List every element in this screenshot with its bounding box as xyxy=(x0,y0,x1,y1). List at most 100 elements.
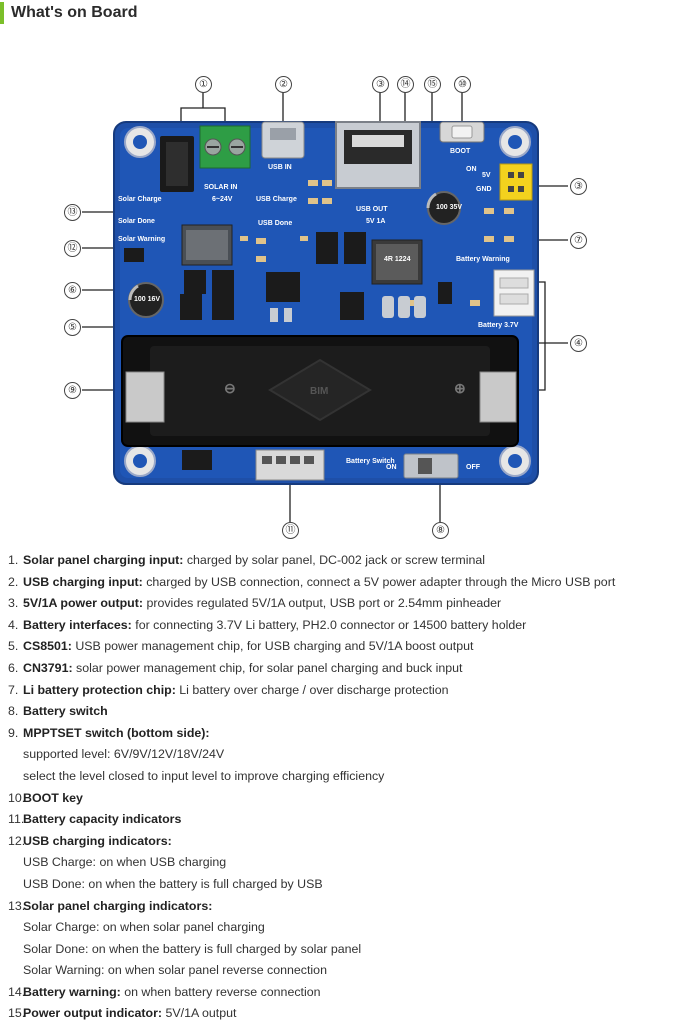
list-item: 8.Battery switch xyxy=(8,701,678,723)
label-inductor: 4R 1224 xyxy=(384,256,411,263)
callout-13: ⑬ xyxy=(64,204,81,221)
plus-icon: ⊕ xyxy=(454,380,466,396)
item-title: USB charging input: xyxy=(23,574,143,589)
item-description: on when battery reverse connection xyxy=(120,984,321,999)
callout-12: ⑫ xyxy=(64,240,81,257)
callout-3-top: ③ xyxy=(372,76,389,93)
item-number: 14. xyxy=(8,984,26,999)
item-description: USB power management chip, for USB charg… xyxy=(71,639,474,654)
callout-9: ⑨ xyxy=(64,382,81,399)
list-item: 10.BOOT key xyxy=(8,788,678,810)
list-item: 1. Solar panel charging input: charged by… xyxy=(8,550,678,572)
list-item: 2.USB charging input: charged by USB con… xyxy=(8,572,678,594)
section-header: What's on Board xyxy=(0,0,679,26)
label-solar-in: SOLAR IN xyxy=(204,184,238,191)
label-boot: BOOT xyxy=(450,148,471,155)
item-title: Solar panel charging indicators: xyxy=(23,898,213,913)
item-number: 9. xyxy=(8,725,19,740)
list-subitem: Solar Charge: on when solar panel chargi… xyxy=(23,920,265,935)
item-title: Battery capacity indicators xyxy=(23,812,182,827)
list-item: 5. CS8501: USB power management chip, for… xyxy=(8,636,678,658)
callout-10: ⑩ xyxy=(454,76,471,93)
item-title: MPPTSET switch (bottom side): xyxy=(23,725,210,740)
item-number: 12. xyxy=(8,833,26,848)
page-title: What's on Board xyxy=(11,4,138,21)
label-usb-charge: USB Charge xyxy=(256,196,297,203)
item-number: 6. xyxy=(8,660,19,675)
label-switch-on: ON xyxy=(386,464,397,471)
item-title: 5V/1A power output: xyxy=(23,596,144,611)
item-number: 13. xyxy=(8,898,26,913)
item-number: 4. xyxy=(8,617,19,632)
list-subitem: Solar Done: on when the battery is full … xyxy=(23,941,362,956)
item-title: Power output indicator: xyxy=(23,1006,163,1021)
item-description: charged by USB connection, connect a 5V … xyxy=(142,574,616,589)
item-title: CN3791: xyxy=(23,660,73,675)
list-item: 7. Li battery protection chip: Li battery… xyxy=(8,680,678,702)
item-description: 5V/1A output xyxy=(162,1006,237,1021)
list-subitem: USB Charge: on when USB charging xyxy=(23,855,227,870)
list-item: 9. MPPTSET switch (bottom side): xyxy=(8,723,678,745)
list-item: 13.Solar panel charging indicators: xyxy=(8,896,678,918)
list-item: 14.Battery warning: on when battery reve… xyxy=(8,982,678,1004)
callout-5: ⑤ xyxy=(64,319,81,336)
item-description: provides regulated 5V/1A output, USB por… xyxy=(143,596,502,611)
list-item: 11.Battery capacity indicators xyxy=(8,809,678,831)
label-solar-warning: Solar Warning xyxy=(118,236,166,243)
callout-8: ⑧ xyxy=(432,522,449,539)
label-cap-top: 100 35V xyxy=(436,204,463,211)
list-subitem: Solar Warning: on when solar panel rever… xyxy=(23,963,327,978)
label-gnd: GND xyxy=(476,186,492,193)
item-number: 7. xyxy=(8,682,19,697)
label-usb-done: USB Done xyxy=(258,220,293,227)
item-title: Battery warning: xyxy=(23,984,121,999)
callout-6: ⑥ xyxy=(64,282,81,299)
item-description: solar power management chip, for solar p… xyxy=(72,660,463,675)
label-solar-charge: Solar Charge xyxy=(118,196,162,203)
board-diagram: ① ② ③ ⑭ ⑮ ⑩ ③ ⑦ ④ ⑬ ⑫ ⑥ ⑤ ⑨ ⑪ ⑧ SOLAR IN… xyxy=(0,60,679,545)
list-item: 12.USB charging indicators: xyxy=(8,831,678,853)
callout-14: ⑭ xyxy=(397,76,414,93)
list-subitem: supported level: 6V/9V/12V/18V/24V xyxy=(23,747,225,762)
item-number: 11. xyxy=(8,812,25,827)
item-number: 5. xyxy=(8,639,19,654)
feature-list: 1. Solar panel charging input: charged by… xyxy=(8,550,678,1025)
item-number: 3. xyxy=(8,596,19,611)
callout-11: ⑪ xyxy=(282,522,299,539)
item-number: 15. xyxy=(8,1006,26,1021)
list-item: 6. CN3791: solar power management chip, f… xyxy=(8,658,678,680)
item-number: 10. xyxy=(8,790,26,805)
item-description: charged by solar panel, DC-002 jack or s… xyxy=(183,553,486,567)
item-title: Battery interfaces: xyxy=(23,617,132,632)
label-usb-out: USB OUT xyxy=(356,206,388,213)
item-title: USB charging indicators: xyxy=(23,833,172,848)
label-holder-mark: BIM xyxy=(310,386,329,397)
callout-1: ① xyxy=(195,76,212,93)
callout-4: ④ xyxy=(570,335,587,352)
label-usb-out-rating: 5V 1A xyxy=(366,218,386,225)
item-title: CS8501: xyxy=(23,639,72,654)
label-battery: Battery 3.7V xyxy=(478,322,519,329)
item-title: Li battery protection chip: xyxy=(23,682,176,697)
label-cap-left: 100 16V xyxy=(134,296,161,303)
callout-7: ⑦ xyxy=(570,232,587,249)
label-on-top: ON xyxy=(466,166,477,173)
minus-icon: ⊖ xyxy=(224,380,236,396)
item-title: Solar panel charging input: xyxy=(23,553,184,567)
board-illustration xyxy=(82,92,568,522)
label-usb-in: USB IN xyxy=(268,164,292,171)
label-battery-warning: Battery Warning xyxy=(456,256,510,263)
callout-3-right: ③ xyxy=(570,178,587,195)
label-switch-off: OFF xyxy=(466,464,480,471)
item-number: 1. xyxy=(8,553,19,567)
label-voltage: 6~24V xyxy=(212,196,233,203)
list-subitem: USB Done: on when the battery is full ch… xyxy=(23,876,323,891)
item-title: Battery switch xyxy=(23,704,108,719)
item-description: for connecting 3.7V Li battery, PH2.0 co… xyxy=(131,617,527,632)
label-battery-switch: Battery Switch xyxy=(346,458,395,465)
label-solar-done: Solar Done xyxy=(118,218,155,225)
item-description: Li battery over charge / over discharge … xyxy=(175,682,449,697)
callout-15: ⑮ xyxy=(424,76,441,93)
list-subitem: select the level closed to input level t… xyxy=(23,768,385,783)
list-item: 15.Power output indicator: 5V/1A output xyxy=(8,1003,678,1025)
